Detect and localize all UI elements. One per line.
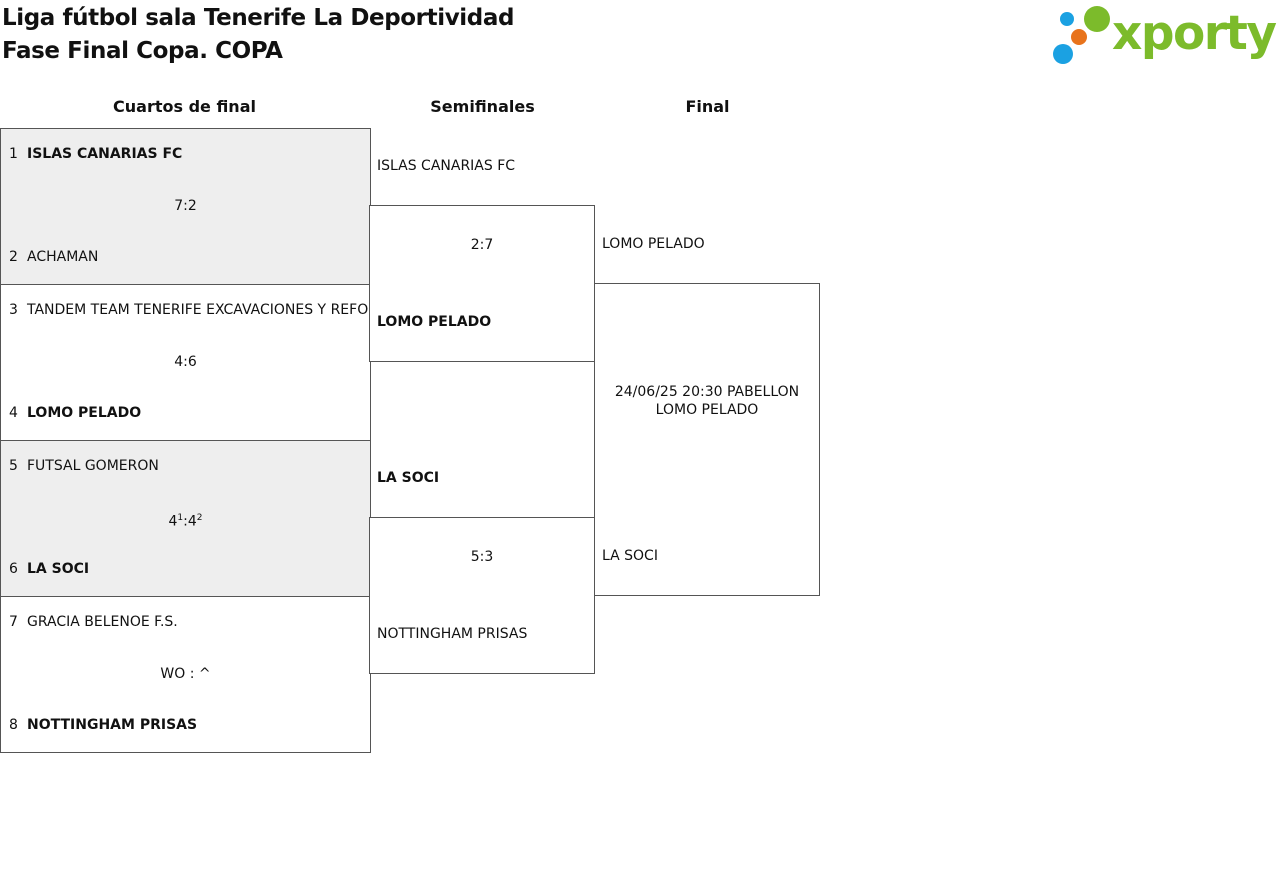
score-away: 4	[187, 513, 197, 530]
quarterfinal-match-4[interactable]: 7 GRACIA BELENOE F.S. WO : ^ 8 NOTTINGHAM …	[0, 596, 371, 753]
team-seed: 3	[9, 302, 18, 318]
team-name: FUTSAL GOMERON	[27, 458, 159, 474]
team-seed: 1	[9, 146, 18, 162]
team-name: LA SOCI	[27, 561, 90, 577]
quarterfinal-team[interactable]: 1 ISLAS CANARIAS FC	[9, 145, 182, 163]
quarterfinal-team[interactable]: 2 ACHAMAN	[9, 248, 98, 266]
score-away-superscript: 2	[196, 513, 203, 523]
score-separator: :	[183, 513, 188, 530]
team-seed: 2	[9, 249, 18, 265]
score-home: 4	[168, 513, 178, 530]
final-match[interactable]	[594, 283, 820, 596]
semifinal-team[interactable]: ISLAS CANARIAS FC	[377, 158, 516, 174]
quarterfinal-team[interactable]: 6 LA SOCI	[9, 560, 89, 578]
semifinal-match-1[interactable]	[369, 205, 595, 362]
semifinal-team[interactable]: NOTTINGHAM PRISAS	[377, 626, 528, 642]
match-score: 41:42	[1, 509, 370, 531]
score-home-superscript: 1	[177, 513, 184, 523]
match-score: 5:3	[470, 549, 494, 565]
team-seed: 4	[9, 405, 18, 421]
final-team[interactable]: LOMO PELADO	[602, 236, 705, 252]
round-header-quarterfinals: Cuartos de final	[113, 97, 256, 116]
team-name: TANDEM TEAM TENERIFE EXCAVACIONES Y REFO…	[27, 302, 371, 318]
competition-title: Liga fútbol sala Tenerife La Deportivida…	[2, 5, 515, 31]
final-team[interactable]: LA SOCI	[602, 548, 658, 564]
semifinal-match-2[interactable]	[369, 517, 595, 674]
quarterfinal-team[interactable]: 5 FUTSAL GOMERON	[9, 457, 159, 475]
match-score: 7:2	[174, 198, 197, 214]
xporty-logo[interactable]: xporty	[1050, 4, 1277, 66]
logo-wordmark: xporty	[1112, 6, 1277, 61]
quarterfinal-team[interactable]: 3 TANDEM TEAM TENERIFE EXCAVACIONES Y REF…	[9, 301, 371, 319]
round-header-semifinals: Semifinales	[430, 97, 535, 116]
team-seed: 7	[9, 614, 18, 630]
match-score: 4:6	[174, 354, 197, 370]
team-seed: 6	[9, 561, 18, 577]
quarterfinal-match-1[interactable]: 1 ISLAS CANARIAS FC 7:2 2 ACHAMAN	[0, 128, 371, 285]
round-header-final: Final	[685, 97, 730, 116]
quarterfinal-team[interactable]: 7 GRACIA BELENOE F.S.	[9, 613, 178, 631]
final-match-info: 24/06/25 20:30 PABELLON LOMO PELADO	[614, 384, 800, 418]
quarterfinal-match-2[interactable]: 3 TANDEM TEAM TENERIFE EXCAVACIONES Y REF…	[0, 284, 371, 441]
team-name: GRACIA BELENOE F.S.	[27, 614, 178, 630]
logo-dots-icon	[1053, 6, 1110, 64]
team-name: LOMO PELADO	[27, 405, 142, 421]
team-seed: 8	[9, 717, 18, 733]
team-seed: 5	[9, 458, 18, 474]
semifinal-team[interactable]: LA SOCI	[377, 470, 440, 486]
phase-title: Fase Final Copa. COPA	[2, 38, 283, 64]
team-name: NOTTINGHAM PRISAS	[27, 717, 198, 733]
semifinal-team[interactable]: LOMO PELADO	[377, 314, 492, 330]
team-name: ACHAMAN	[27, 249, 99, 265]
page-title: Liga fútbol sala Tenerife La Deportivida…	[2, 2, 514, 68]
quarterfinal-team[interactable]: 4 LOMO PELADO	[9, 404, 141, 422]
match-score: WO : ^	[160, 666, 211, 682]
match-score: 2:7	[470, 237, 494, 253]
team-name: ISLAS CANARIAS FC	[27, 146, 183, 162]
quarterfinal-team[interactable]: 8 NOTTINGHAM PRISAS	[9, 716, 197, 734]
